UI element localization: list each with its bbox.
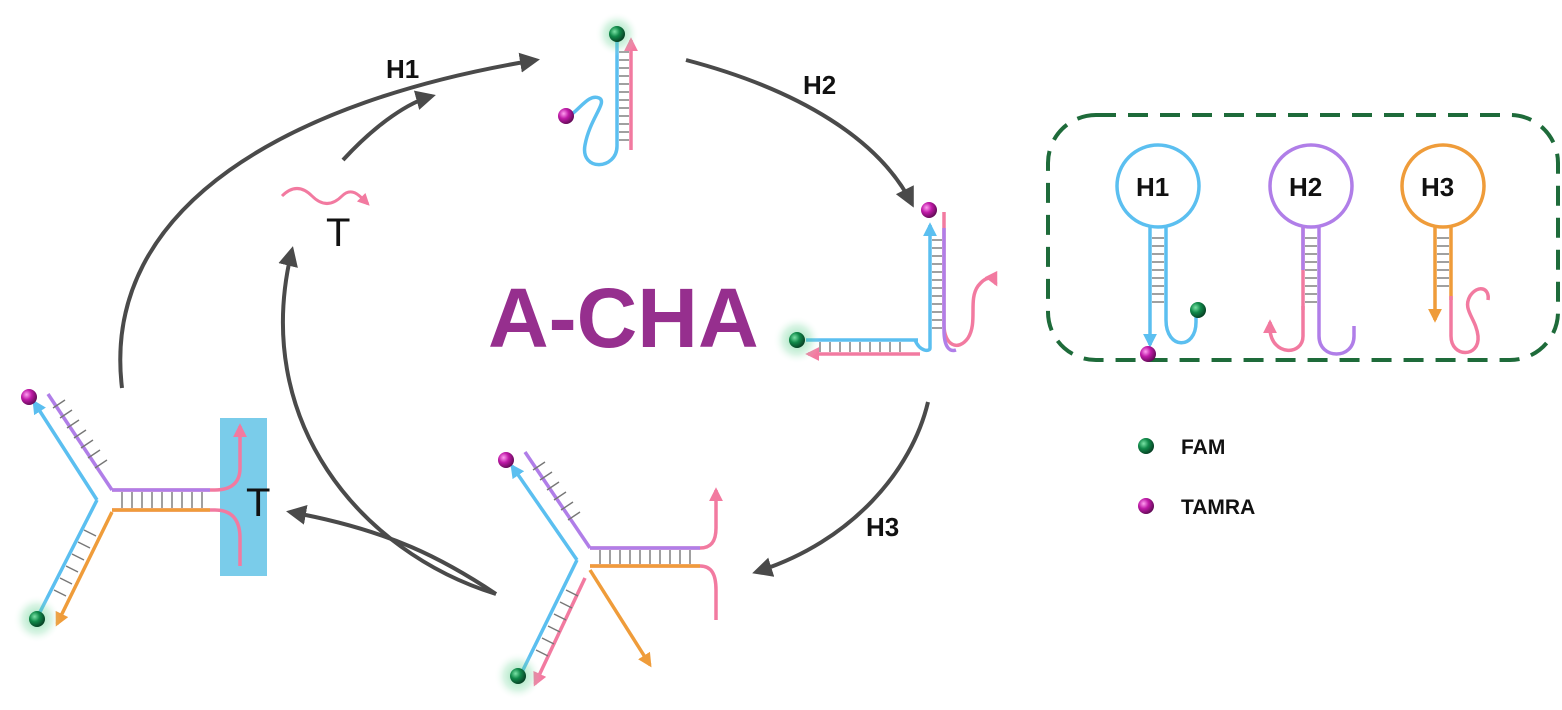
fam-fluorophore-icon [510,668,526,684]
legend-fam-label: FAM [1181,436,1225,459]
arrow-t-to-h1-complex [341,90,436,162]
target-strand: T [280,187,370,255]
fam-fluorophore-icon [1190,302,1206,318]
tamra-quencher-icon [498,452,514,468]
green-sphere-icon [1138,438,1154,454]
hairpin-legend-box: H1 H2 [1046,113,1560,362]
cycle-arrows [118,52,930,596]
diagram-title: A-CHA [488,271,759,365]
tamra-quencher-icon [921,202,937,218]
step-label-h3: H3 [866,512,899,542]
fam-fluorophore-icon [29,611,45,627]
target-label: T [326,211,350,255]
h1-h2-h3-complex-left: T [13,389,270,643]
step-label-h1: H1 [386,54,419,84]
tamra-quencher-icon [1140,346,1156,362]
arrow-h1-to-h2 [685,58,914,208]
hairpin-h1: H1 [1115,143,1206,362]
tamra-quencher-icon [21,389,37,405]
arrow-outer-to-h1-complex [118,52,540,389]
target-label-complex: T [246,481,270,525]
hairpin-h2: H2 [1263,143,1356,356]
fluorophore-legend: FAM TAMRA [1138,436,1255,519]
h1-h2-h3-target-complex [494,451,723,700]
h1-target-complex [558,12,639,167]
hairpin-h3: H3 [1400,143,1490,355]
magenta-sphere-icon [1138,498,1154,514]
tamra-quencher-icon [558,108,574,124]
fam-fluorophore-icon [789,332,805,348]
target-release-highlight [220,418,267,576]
arrow-h2-to-h3 [752,401,930,577]
fam-fluorophore-icon [609,26,625,42]
step-label-h2: H2 [803,70,836,100]
hairpin-h2-label: H2 [1289,172,1322,202]
arrow-recycle-target [278,246,497,596]
hairpin-h1-label: H1 [1136,172,1169,202]
arrow-h3-to-release [286,504,498,596]
legend-tamra-label: TAMRA [1181,496,1255,519]
h1-h2-complex [773,202,998,364]
hairpin-h3-label: H3 [1421,172,1454,202]
